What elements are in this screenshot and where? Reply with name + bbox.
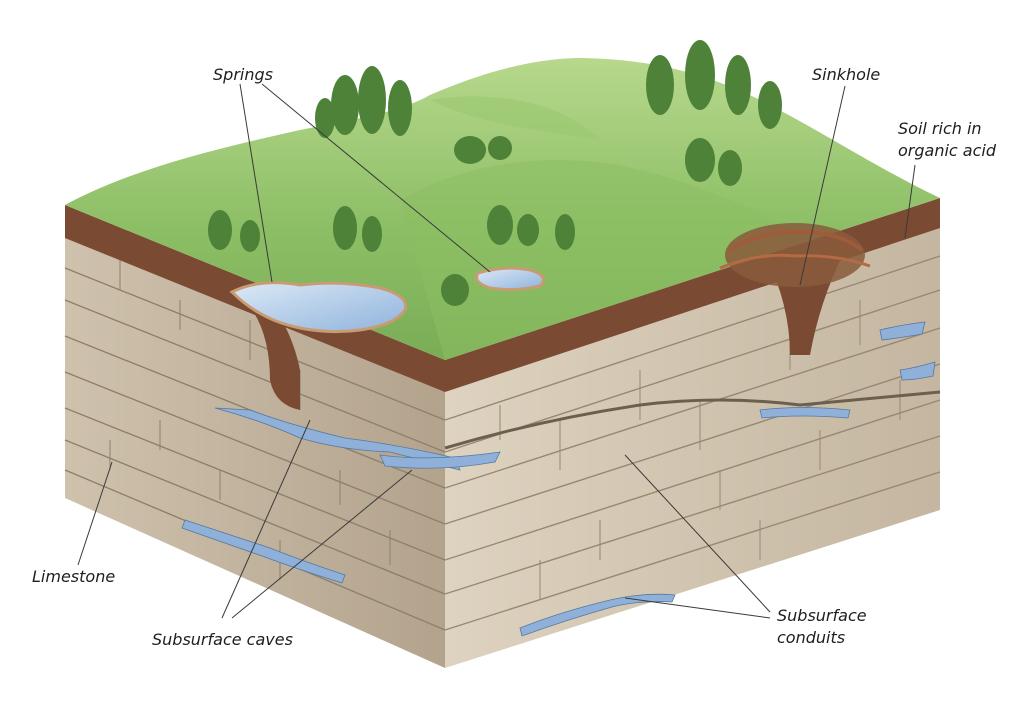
cave-water xyxy=(181,321,936,637)
conduits-label-line1: Subsurface xyxy=(777,606,867,625)
subsurface-caves-label: Subsurface caves xyxy=(152,630,293,649)
limestone-right-face xyxy=(444,222,941,668)
soil-label-line2: organic acid xyxy=(898,141,996,160)
leader-lines xyxy=(77,83,916,619)
soil-label: Soil rich in organic acid xyxy=(898,118,996,162)
sinkhole-depression xyxy=(719,223,871,287)
sinkhole-label: Sinkhole xyxy=(812,65,881,84)
soil-label-line1: Soil rich in xyxy=(898,119,982,138)
trees xyxy=(208,40,782,306)
conduits-label-line2: conduits xyxy=(777,628,846,647)
springs-label: Springs xyxy=(213,65,273,84)
spring-ponds xyxy=(229,266,545,334)
subsurface-conduits-label: Subsurface conduits xyxy=(777,605,867,649)
limestone-label: Limestone xyxy=(32,567,116,586)
